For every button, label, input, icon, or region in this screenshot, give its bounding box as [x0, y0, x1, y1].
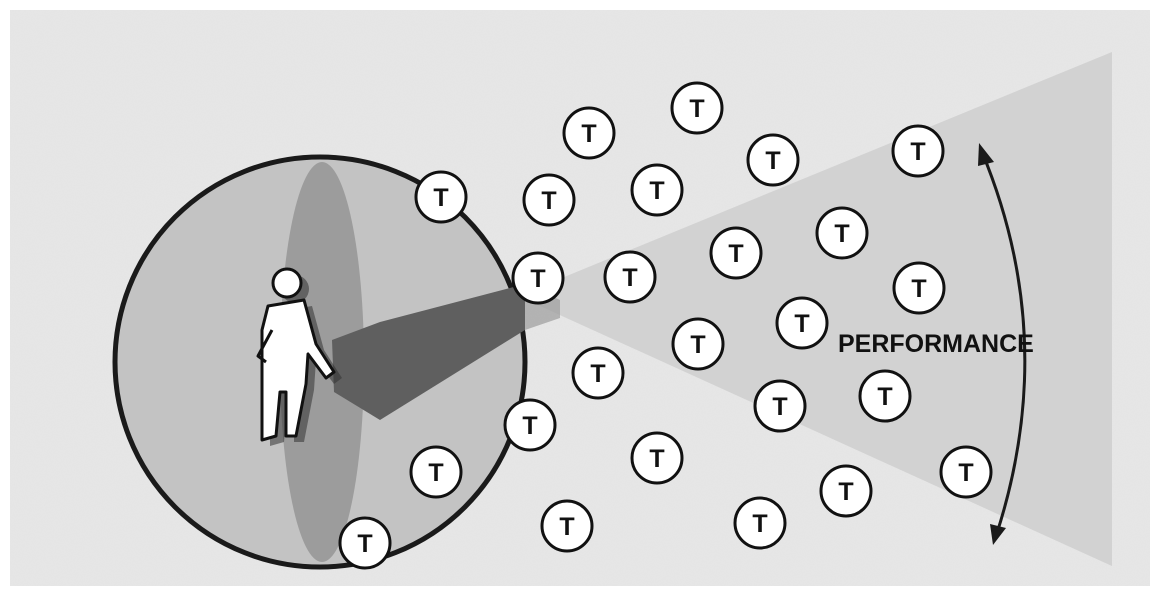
token-label: T [689, 95, 704, 123]
performance-label: PERFORMANCE [838, 330, 1034, 358]
token-label: T [649, 445, 664, 473]
token-label: T [752, 510, 767, 538]
token-label: T [428, 459, 443, 487]
token-t-13: T [711, 228, 761, 278]
token-label: T [838, 478, 853, 506]
token-t-6: T [564, 108, 614, 158]
token-t-18: T [573, 348, 623, 398]
token-label: T [530, 265, 545, 293]
token-t-14: T [817, 208, 867, 258]
token-label: T [834, 220, 849, 248]
token-t-8: T [524, 175, 574, 225]
token-label: T [911, 275, 926, 303]
token-t-25: T [735, 498, 785, 548]
token-label: T [690, 331, 705, 359]
token-t-15: T [894, 263, 944, 313]
token-t-7: T [672, 83, 722, 133]
token-label: T [622, 264, 637, 292]
token-label: T [590, 360, 605, 388]
token-label: T [433, 184, 448, 212]
token-t-2: T [513, 253, 563, 303]
token-label: T [958, 459, 973, 487]
token-t-12: T [605, 252, 655, 302]
token-t-24: T [542, 501, 592, 551]
token-t-1: T [416, 172, 466, 222]
token-t-16: T [673, 319, 723, 369]
token-label: T [522, 412, 537, 440]
token-label: T [772, 393, 787, 421]
token-t-21: T [632, 433, 682, 483]
token-label: T [765, 147, 780, 175]
token-t-20: T [860, 371, 910, 421]
token-t-10: T [748, 135, 798, 185]
token-label: T [559, 513, 574, 541]
token-label: T [728, 240, 743, 268]
token-t-17: T [777, 298, 827, 348]
token-label: T [794, 310, 809, 338]
token-t-5: T [340, 518, 390, 568]
token-t-23: T [941, 447, 991, 497]
token-t-19: T [755, 381, 805, 431]
token-t-4: T [411, 447, 461, 497]
token-label: T [910, 138, 925, 166]
token-t-3: T [505, 400, 555, 450]
token-label: T [357, 530, 372, 558]
token-t-11: T [893, 126, 943, 176]
token-t-22: T [821, 466, 871, 516]
token-label: T [649, 177, 664, 205]
token-label: T [581, 120, 596, 148]
token-label: T [877, 383, 892, 411]
token-t-9: T [632, 165, 682, 215]
token-label: T [541, 187, 556, 215]
